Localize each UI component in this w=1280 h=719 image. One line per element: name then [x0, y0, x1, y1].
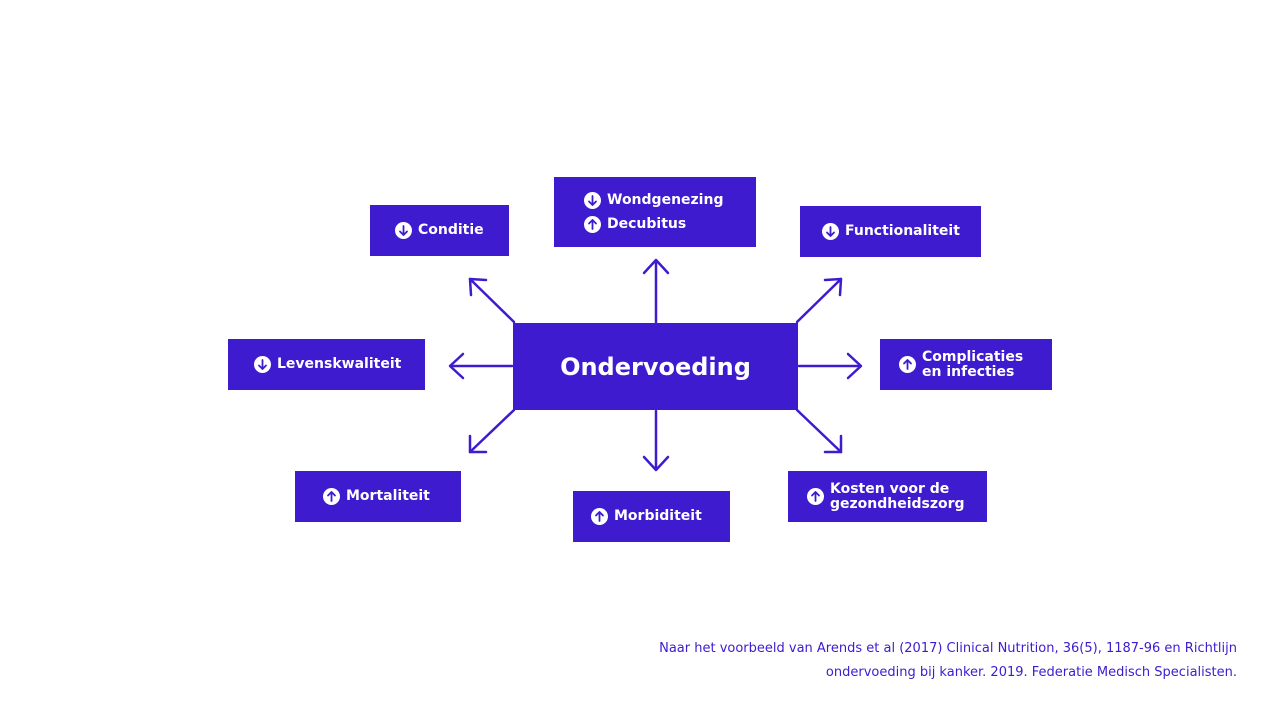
functionaliteit-label: Functionaliteit — [845, 223, 960, 239]
levenskwaliteit-label: Levenskwaliteit — [277, 356, 402, 372]
arrow-down-icon — [584, 191, 601, 209]
arrow-top-left — [468, 277, 516, 324]
arrow-left — [448, 352, 514, 380]
footnote-line1: Naar het voorbeeld van Arends et al (201… — [659, 641, 1237, 656]
arrow-up-icon — [591, 508, 608, 525]
box-complicaties: Complicaties en infecties — [880, 339, 1052, 390]
arrow-down-icon — [254, 356, 271, 373]
center-box: Ondervoeding — [513, 323, 798, 410]
footnote-line2: ondervoeding bij kanker. 2019. Federatie… — [825, 665, 1237, 680]
box-functionaliteit: Functionaliteit — [800, 206, 981, 257]
arrow-down-icon — [395, 222, 412, 239]
arrow-bottom-right — [795, 408, 843, 454]
arrow-top — [642, 258, 670, 324]
arrow-bottom — [642, 409, 670, 472]
box-mortaliteit: Mortaliteit — [295, 471, 461, 522]
conditie-label: Conditie — [418, 222, 484, 238]
box-conditie: Conditie — [370, 205, 509, 256]
box-kosten: Kosten voor de gezondheidszorg — [788, 471, 987, 522]
complicaties-line2: en infecties — [922, 363, 1015, 380]
arrow-down-icon — [822, 223, 839, 240]
kosten-line2: gezondheidszorg — [830, 495, 965, 512]
arrow-bottom-left — [468, 408, 516, 454]
center-label: Ondervoeding — [560, 352, 751, 381]
arrow-right — [797, 352, 863, 380]
arrow-up-icon — [807, 488, 824, 505]
wondgenezing-label: Wondgenezing — [607, 191, 724, 208]
kosten-line1: Kosten voor de — [830, 480, 950, 497]
box-levenskwaliteit: Levenskwaliteit — [228, 339, 425, 390]
arrow-up-icon — [323, 488, 340, 505]
decubitus-label: Decubitus — [607, 215, 687, 232]
complicaties-line1: Complicaties — [922, 348, 1024, 365]
morbiditeit-label: Morbiditeit — [614, 508, 702, 524]
mortaliteit-label: Mortaliteit — [346, 488, 430, 504]
arrow-top-right — [795, 277, 843, 324]
arrow-up-icon — [899, 356, 916, 373]
box-wondgenezing-decubitus: Wondgenezing Decubitus — [554, 177, 756, 247]
box-morbiditeit: Morbiditeit — [573, 491, 730, 542]
source-footnote: Naar het voorbeeld van Arends et al (201… — [597, 637, 1237, 685]
arrow-up-icon — [584, 215, 601, 233]
